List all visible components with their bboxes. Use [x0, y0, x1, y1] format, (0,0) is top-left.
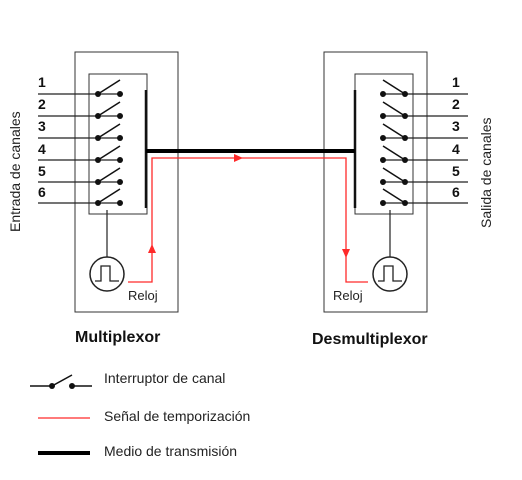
channel-switch: [95, 145, 123, 163]
desmultiplexor-title: Desmultiplexor: [312, 331, 428, 348]
timing-arrow-right-icon: [234, 154, 243, 162]
input-channel-number: 4: [38, 141, 46, 157]
channel-switch: [95, 79, 123, 97]
channel-switch: [380, 79, 408, 97]
output-channel-number: 4: [452, 141, 460, 157]
timing-arrow-up-icon: [148, 244, 156, 253]
desmultiplexor-clock-label: Reloj: [333, 288, 363, 303]
multiplexor-clock-label: Reloj: [128, 288, 158, 303]
output-channel-number: 6: [452, 184, 460, 200]
desmultiplexor-clock-icon: [372, 256, 408, 292]
output-channel-number: 1: [452, 74, 460, 90]
channel-switch: [380, 123, 408, 141]
channel-switch: [380, 101, 408, 119]
channel-switch: [95, 123, 123, 141]
channel-switch: [95, 167, 123, 185]
channel-switch: [380, 167, 408, 185]
input-channel-number: 6: [38, 184, 46, 200]
legend-label-timing: Señal de temporización: [104, 408, 250, 424]
channel-switch: [380, 188, 408, 206]
legend: Interruptor de canal Señal de temporizac…: [30, 370, 250, 459]
output-channel-number: 2: [452, 96, 460, 112]
output-channel-number: 5: [452, 163, 460, 179]
channel-switch: [380, 145, 408, 163]
output-channels-label: Salida de canales: [478, 117, 494, 228]
input-channel-number: 1: [38, 74, 46, 90]
desmultiplexor-switches: [380, 79, 408, 206]
desmultiplexor-channel-lines: [383, 93, 468, 204]
desmultiplexor-device: Reloj 1 2 3 4 5 6 Salida de canales Desm…: [312, 51, 494, 348]
input-channel-number: 3: [38, 118, 46, 134]
legend-label-switch: Interruptor de canal: [104, 370, 225, 386]
input-channel-number: 5: [38, 163, 46, 179]
channel-switch: [95, 188, 123, 206]
timing-arrow-down-icon: [342, 249, 350, 258]
multiplexor-device: Reloj 1 2 3 4 5 6 Entrada de canales Mul…: [7, 51, 179, 346]
input-channels-label: Entrada de canales: [7, 111, 23, 232]
multiplexor-title: Multiplexor: [75, 329, 160, 346]
input-channel-number: 2: [38, 96, 46, 112]
multiplexor-clock-icon: [89, 256, 125, 292]
channel-switch: [95, 101, 123, 119]
legend-label-medium: Medio de transmisión: [104, 443, 237, 459]
multiplexor-switches: [95, 79, 123, 206]
legend-switch-symbol-icon: [30, 374, 92, 389]
multiplexor-channel-lines: [38, 93, 120, 204]
output-channel-number: 3: [452, 118, 460, 134]
timing-signal-path: [128, 154, 368, 283]
